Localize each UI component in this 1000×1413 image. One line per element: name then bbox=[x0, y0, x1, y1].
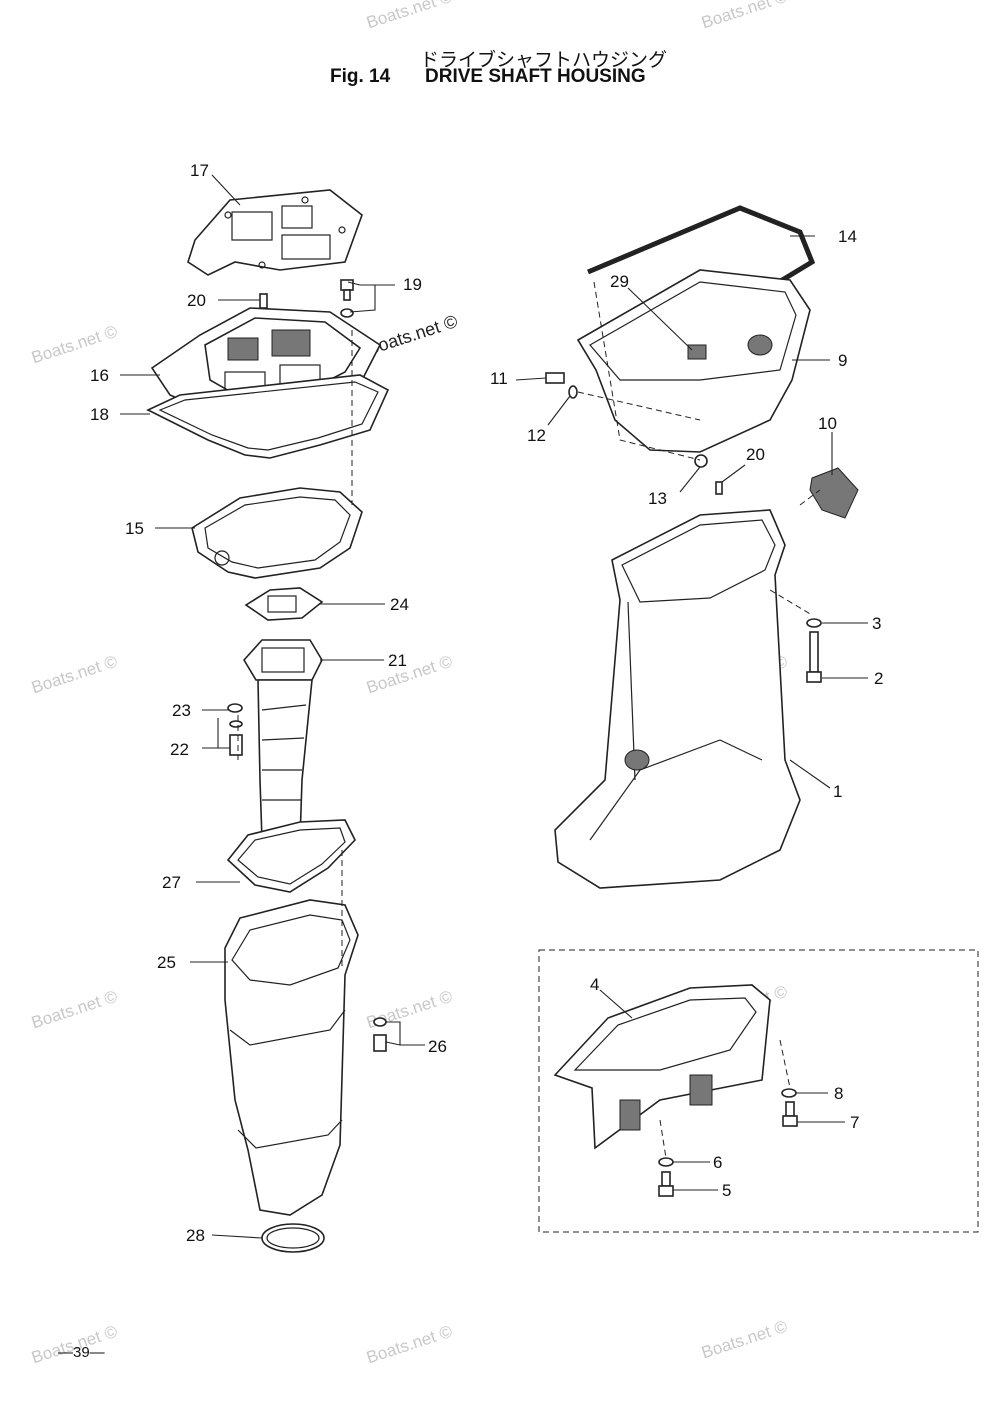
japanese-title: ドライブシャフトハウジング bbox=[420, 49, 668, 71]
callout-12: 12 bbox=[527, 426, 546, 445]
callout-17: 17 bbox=[190, 161, 209, 180]
part-2-bolt bbox=[806, 631, 822, 683]
callout-27: 27 bbox=[162, 873, 181, 892]
part-20-pin-right bbox=[715, 481, 723, 495]
part-25-exhaust-tube bbox=[224, 899, 359, 1216]
part-10-bracket bbox=[809, 467, 859, 519]
callout-23: 23 bbox=[172, 701, 191, 720]
part-28-seal-ring bbox=[261, 1223, 325, 1253]
callout-11: 11 bbox=[490, 369, 508, 388]
part-23-washer bbox=[227, 703, 243, 713]
part-3-washer bbox=[806, 618, 822, 628]
callout-10: 10 bbox=[818, 414, 837, 433]
part-8-washer bbox=[781, 1088, 797, 1098]
diagram-title: DRIVE SHAFT HOUSING bbox=[425, 66, 646, 87]
callout-20: 20 bbox=[187, 291, 206, 310]
callout-21: 21 bbox=[388, 651, 407, 670]
part-1-drive-shaft-housing bbox=[554, 509, 801, 889]
part-12-washer bbox=[568, 385, 578, 399]
part-9-bottom-cowl bbox=[576, 269, 811, 453]
callout-14: 14 bbox=[838, 227, 857, 246]
callout-4: 4 bbox=[590, 975, 599, 994]
callout-29: 29 bbox=[610, 272, 629, 291]
part-22-bolt-washer bbox=[229, 720, 243, 756]
figure-label: Fig. 14 bbox=[330, 66, 391, 87]
callout-15: 15 bbox=[125, 519, 144, 538]
callout-22: 22 bbox=[170, 740, 189, 759]
part-5-bolt bbox=[658, 1171, 674, 1197]
callout-9: 9 bbox=[838, 351, 847, 370]
part-24-gasket bbox=[244, 587, 324, 621]
callout-18: 18 bbox=[90, 405, 109, 424]
callout-20-right: 20 bbox=[746, 445, 765, 464]
part-26-bolt-washer bbox=[373, 1017, 387, 1052]
part-21-exhaust-guide bbox=[243, 639, 323, 841]
callout-7: 7 bbox=[850, 1113, 859, 1132]
callout-19: 19 bbox=[403, 275, 422, 294]
callout-6: 6 bbox=[713, 1153, 722, 1172]
part-18-seal bbox=[146, 374, 390, 459]
part-20-pin bbox=[259, 293, 268, 309]
callout-numbers: 17 14 20 19 29 9 16 11 18 12 10 20 13 15… bbox=[90, 161, 883, 1245]
callout-24: 24 bbox=[390, 595, 409, 614]
callout-28: 28 bbox=[186, 1226, 205, 1245]
callout-26: 26 bbox=[428, 1037, 447, 1056]
callout-13: 13 bbox=[648, 489, 667, 508]
callout-16: 16 bbox=[90, 366, 109, 385]
part-15-gasket bbox=[191, 487, 363, 579]
callout-1: 1 bbox=[833, 782, 842, 801]
page-number: —39— bbox=[58, 1344, 105, 1361]
part-17-gasket bbox=[187, 189, 363, 276]
alternative-part-inset bbox=[538, 949, 979, 1233]
leader-lines bbox=[120, 174, 868, 1239]
part-13-grommet bbox=[694, 454, 708, 468]
part-19-bolt-washer bbox=[340, 279, 354, 318]
callout-3: 3 bbox=[872, 614, 881, 633]
part-6-washer bbox=[658, 1157, 674, 1167]
part-7-bolt bbox=[782, 1101, 798, 1127]
callout-25: 25 bbox=[157, 953, 176, 972]
callout-8: 8 bbox=[834, 1084, 843, 1103]
callout-5: 5 bbox=[722, 1181, 731, 1200]
part-11-bolt bbox=[545, 372, 565, 384]
part-27-gasket bbox=[226, 819, 356, 893]
part-4-housing-lower bbox=[553, 984, 771, 1150]
callout-2: 2 bbox=[874, 669, 883, 688]
